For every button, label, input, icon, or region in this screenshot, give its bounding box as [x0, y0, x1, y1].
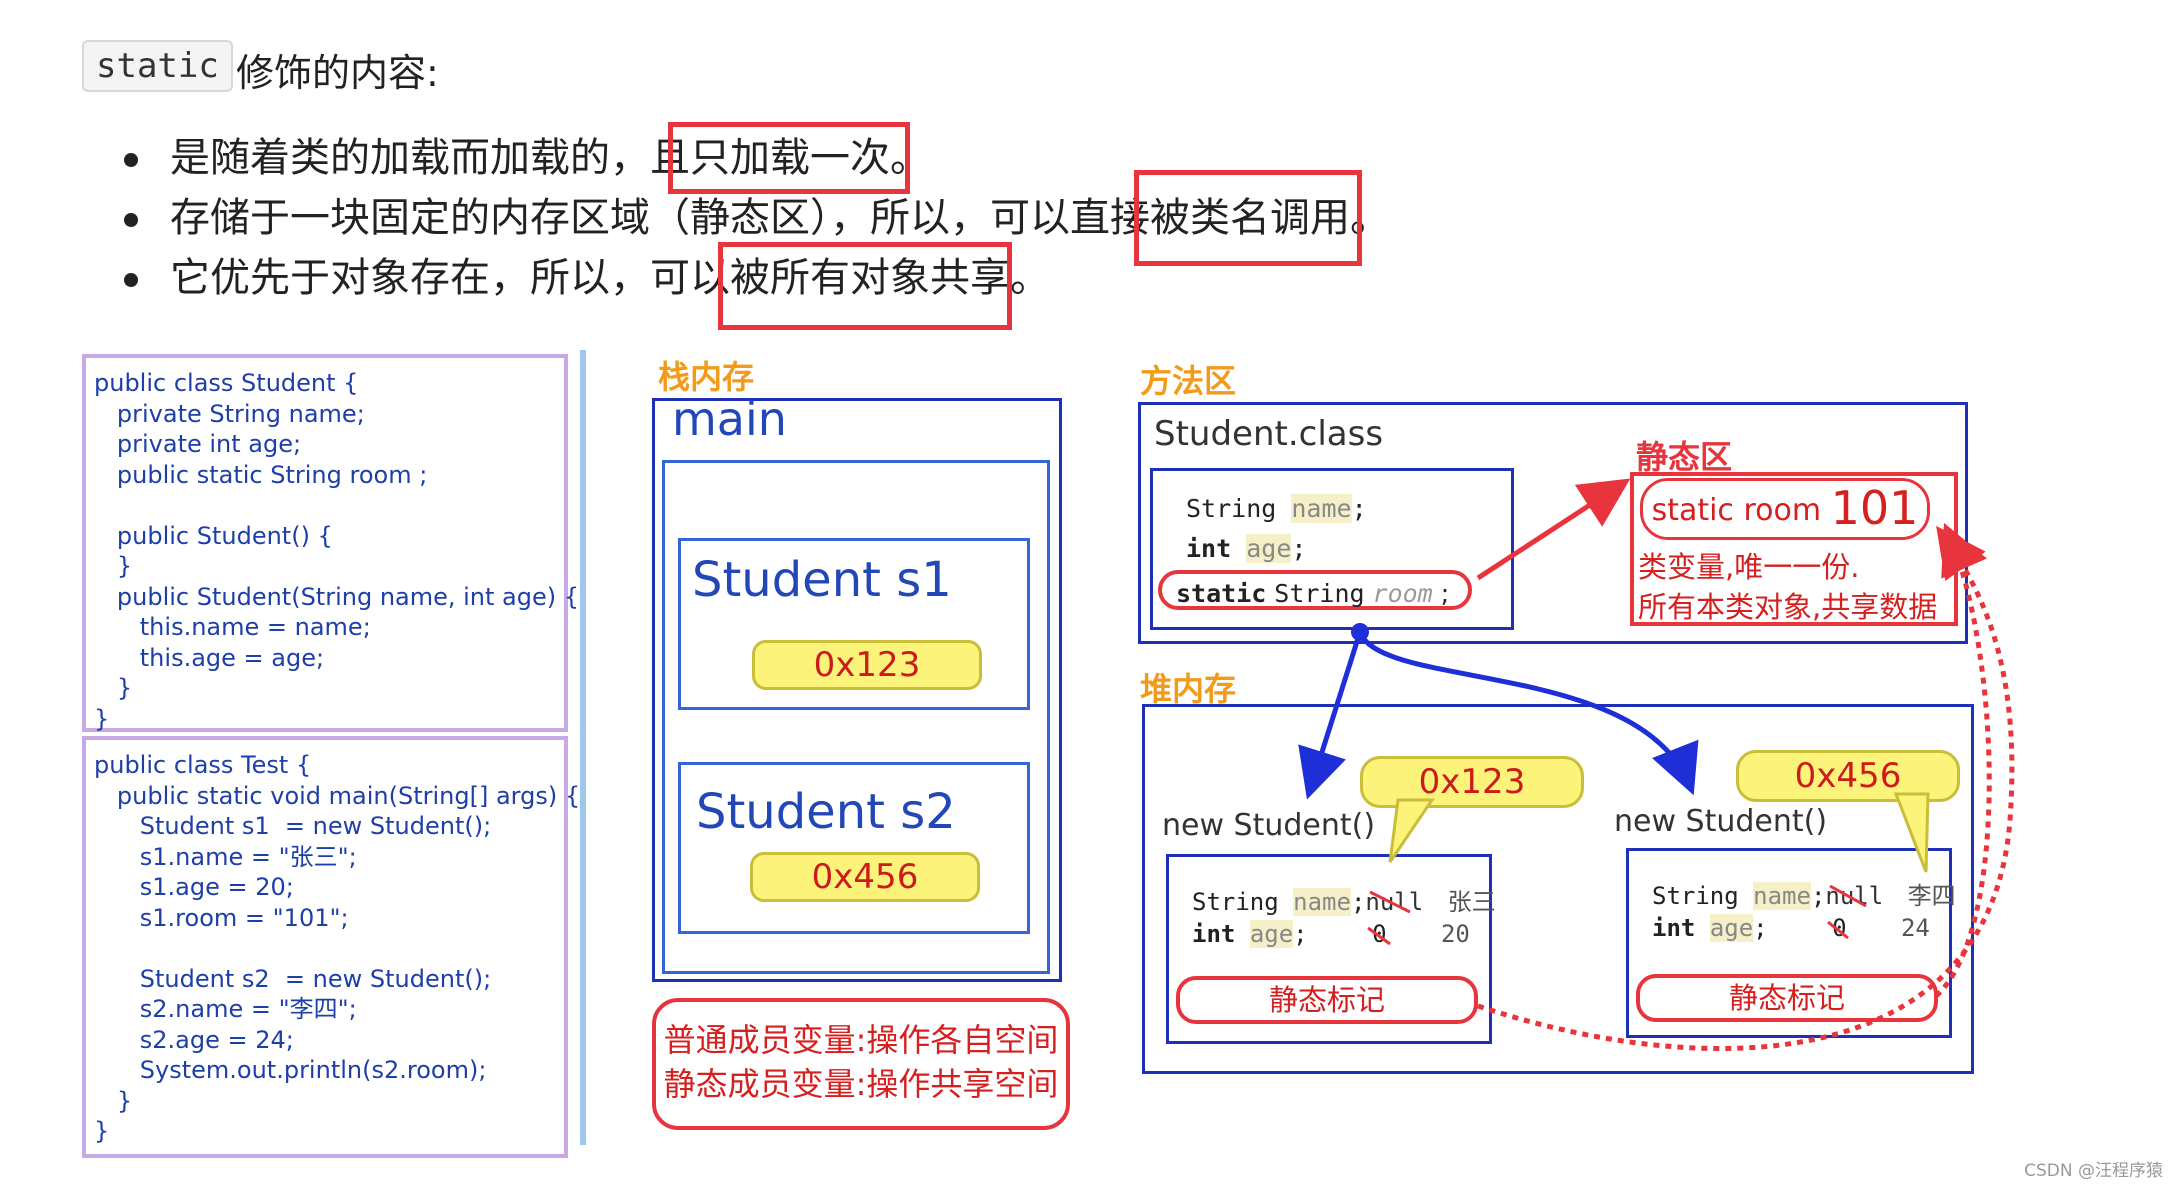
class-name: Student.class [1154, 414, 1384, 454]
member-variable-note: 普通成员变量:操作各自空间 静态成员变量:操作共享空间 [652, 998, 1070, 1130]
object1-address: 0x123 [1360, 756, 1584, 808]
s1-address: 0x123 [752, 640, 982, 690]
method-area-title: 方法区 [1140, 362, 1237, 400]
heading-text: 修饰的内容: [236, 51, 439, 95]
object1-box [1166, 854, 1492, 1044]
student-class-code: public class Student { private String na… [94, 369, 580, 733]
object2-name-row: String name;null 李四 [1652, 882, 1956, 910]
field-age-row: int age; [1186, 534, 1307, 563]
object2-address-tail [1893, 792, 1930, 873]
marker2-to-static-arrow [1934, 522, 1992, 998]
static-area-title: 静态区 [1636, 438, 1733, 476]
divider [580, 350, 586, 1145]
note-line-2: 静态成员变量:操作共享空间 [663, 1065, 1059, 1103]
object2-age-row: int age; 0 24 [1652, 914, 1930, 942]
highlight-box [718, 242, 1012, 330]
object2-label: new Student() [1614, 804, 1828, 839]
static-field-row: static String room ; [1158, 570, 1472, 610]
class-to-object1-arrow [1298, 631, 1363, 800]
heap-frame [1142, 704, 1974, 1074]
static-keyword-code: static [82, 40, 233, 92]
s2-address: 0x456 [750, 852, 980, 902]
bullet-item: 它优先于对象存在，所以，可以被所有对象共享。 [120, 248, 1390, 308]
object2-zero-strike [1827, 920, 1849, 940]
object2-box [1626, 848, 1952, 1038]
object1-age-row: int age; 0 20 [1192, 920, 1470, 948]
object2-static-marker: 静态标记 [1636, 974, 1938, 1022]
s2-variable-box [678, 762, 1030, 934]
static-desc-2: 所有本类对象,共享数据 [1638, 590, 1938, 624]
main-frame-label: main [672, 392, 787, 446]
marker1-to-static-arrow [1477, 525, 2015, 1052]
object1-static-marker: 静态标记 [1176, 976, 1478, 1024]
object1-null-strike [1369, 890, 1411, 914]
s2-label: Student s2 [696, 784, 956, 840]
test-class-code-box: public class Test { public static void m… [82, 736, 580, 1158]
watermark: CSDN @汪程序猿 [2024, 1161, 2163, 1181]
stack-memory-title: 栈内存 [658, 358, 755, 396]
bullet-item: 是随着类的加载而加载的，且只加载一次。 [120, 128, 1390, 188]
field-name-row: String name; [1186, 494, 1367, 523]
static-desc-1: 类变量,唯一一份. [1638, 550, 1860, 584]
object1-address-tail [1388, 798, 1435, 863]
bullet-item: 存储于一块固定的内存区域（静态区），所以，可以直接被类名调用。 [120, 188, 1390, 248]
s1-variable-box [678, 538, 1030, 710]
student-class-code-box: public class Student { private String na… [82, 354, 580, 733]
object1-label: new Student() [1162, 808, 1376, 843]
note-line-1: 普通成员变量:操作各自空间 [663, 1021, 1059, 1059]
s1-label: Student s1 [692, 552, 952, 608]
object1-zero-strike [1367, 926, 1391, 946]
class-fields-box [1150, 468, 1514, 630]
static-room-pill: static room 101 [1640, 478, 1930, 540]
main-frame [662, 460, 1050, 974]
highlight-box [668, 122, 910, 194]
class-to-object2-arrow [1357, 630, 1699, 796]
object1-name-row: String name;null 张三 [1192, 888, 1496, 916]
highlight-box [1134, 170, 1362, 266]
static-field-arrow [1476, 478, 1631, 581]
heap-title: 堆内存 [1140, 670, 1237, 708]
stack-frame [652, 398, 1062, 982]
bullet-list: 是随着类的加载而加载的，且只加载一次。 存储于一块固定的内存区域（静态区），所以… [120, 128, 1390, 308]
object2-null-strike [1829, 884, 1867, 908]
object2-address: 0x456 [1736, 750, 1960, 802]
